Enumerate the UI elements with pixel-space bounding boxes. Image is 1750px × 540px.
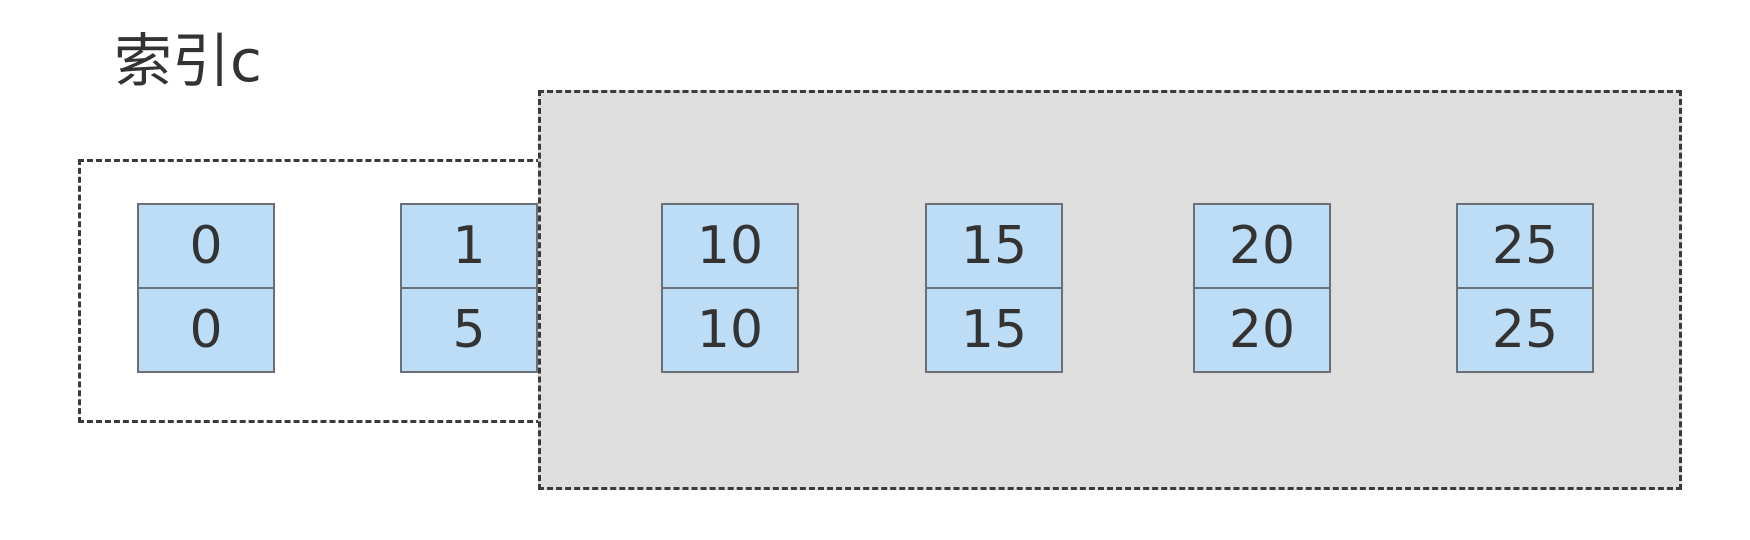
cell-2: 10 10 [661, 203, 799, 373]
cell-3: 15 15 [925, 203, 1063, 373]
cell-1-bottom-value: 5 [400, 288, 538, 373]
cell-1: 1 5 [400, 203, 538, 373]
cell-3-top-value: 15 [925, 203, 1063, 288]
index-label: 索引c [114, 27, 262, 95]
cell-2-top-value: 10 [661, 203, 799, 288]
cell-1-top-value: 1 [400, 203, 538, 288]
cell-0: 0 0 [137, 203, 275, 373]
cell-0-bottom-value: 0 [137, 288, 275, 373]
cell-4: 20 20 [1193, 203, 1331, 373]
cell-4-bottom-value: 20 [1193, 288, 1331, 373]
cell-0-top-value: 0 [137, 203, 275, 288]
cell-5: 25 25 [1456, 203, 1594, 373]
cell-2-bottom-value: 10 [661, 288, 799, 373]
cell-3-bottom-value: 15 [925, 288, 1063, 373]
cell-5-top-value: 25 [1456, 203, 1594, 288]
cell-4-top-value: 20 [1193, 203, 1331, 288]
cell-5-bottom-value: 25 [1456, 288, 1594, 373]
